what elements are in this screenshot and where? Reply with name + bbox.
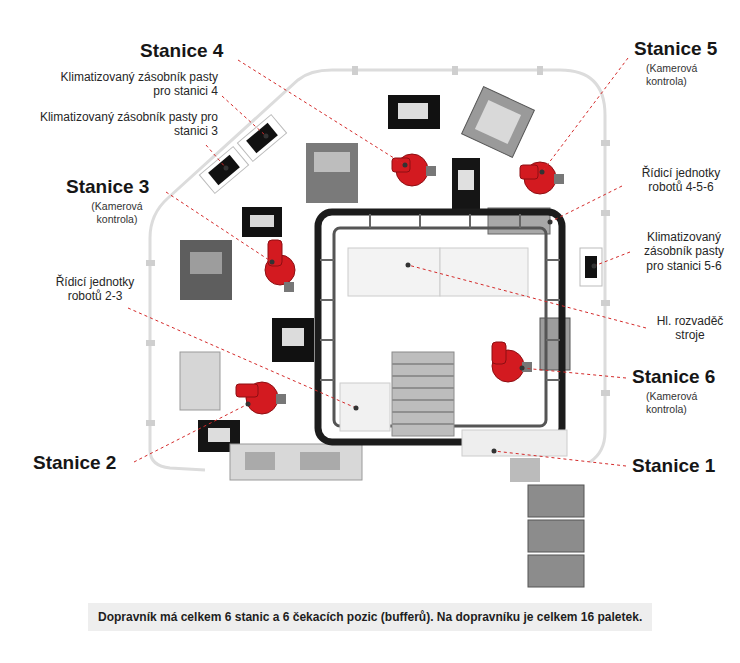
paste-storage-label: Klimatizovaný zásobník pasty pro stanici… xyxy=(8,110,218,139)
main-switchboard-label: Hl. rozvaděč stroje xyxy=(650,314,730,343)
station-label: Stanice 1 xyxy=(632,455,715,478)
camera-note: (Kamerová kontrola) xyxy=(646,390,716,415)
camera-note: (Kamerová kontrola) xyxy=(646,62,716,87)
paste-storage-label: Klimatizovaný zásobník pasty pro stanici… xyxy=(634,230,734,273)
station-label: Stanice 2 xyxy=(33,452,116,475)
station-label: Stanice 4 xyxy=(140,40,223,63)
paste-storage-label: Klimatizovaný zásobník pasty pro stanici… xyxy=(46,70,218,99)
station-label: Stanice 3 xyxy=(66,176,149,199)
control-unit-label: Řídicí jednotky robotů 4-5-6 xyxy=(626,166,736,195)
control-unit-label: Řídicí jednotky robotů 2-3 xyxy=(40,275,150,304)
camera-note: (Kamerová kontrola) xyxy=(82,200,152,225)
station-label: Stanice 6 xyxy=(632,366,715,389)
caption-band: Dopravník má celkem 6 stanic a 6 čekacíc… xyxy=(88,603,652,631)
station-label: Stanice 5 xyxy=(634,38,717,61)
